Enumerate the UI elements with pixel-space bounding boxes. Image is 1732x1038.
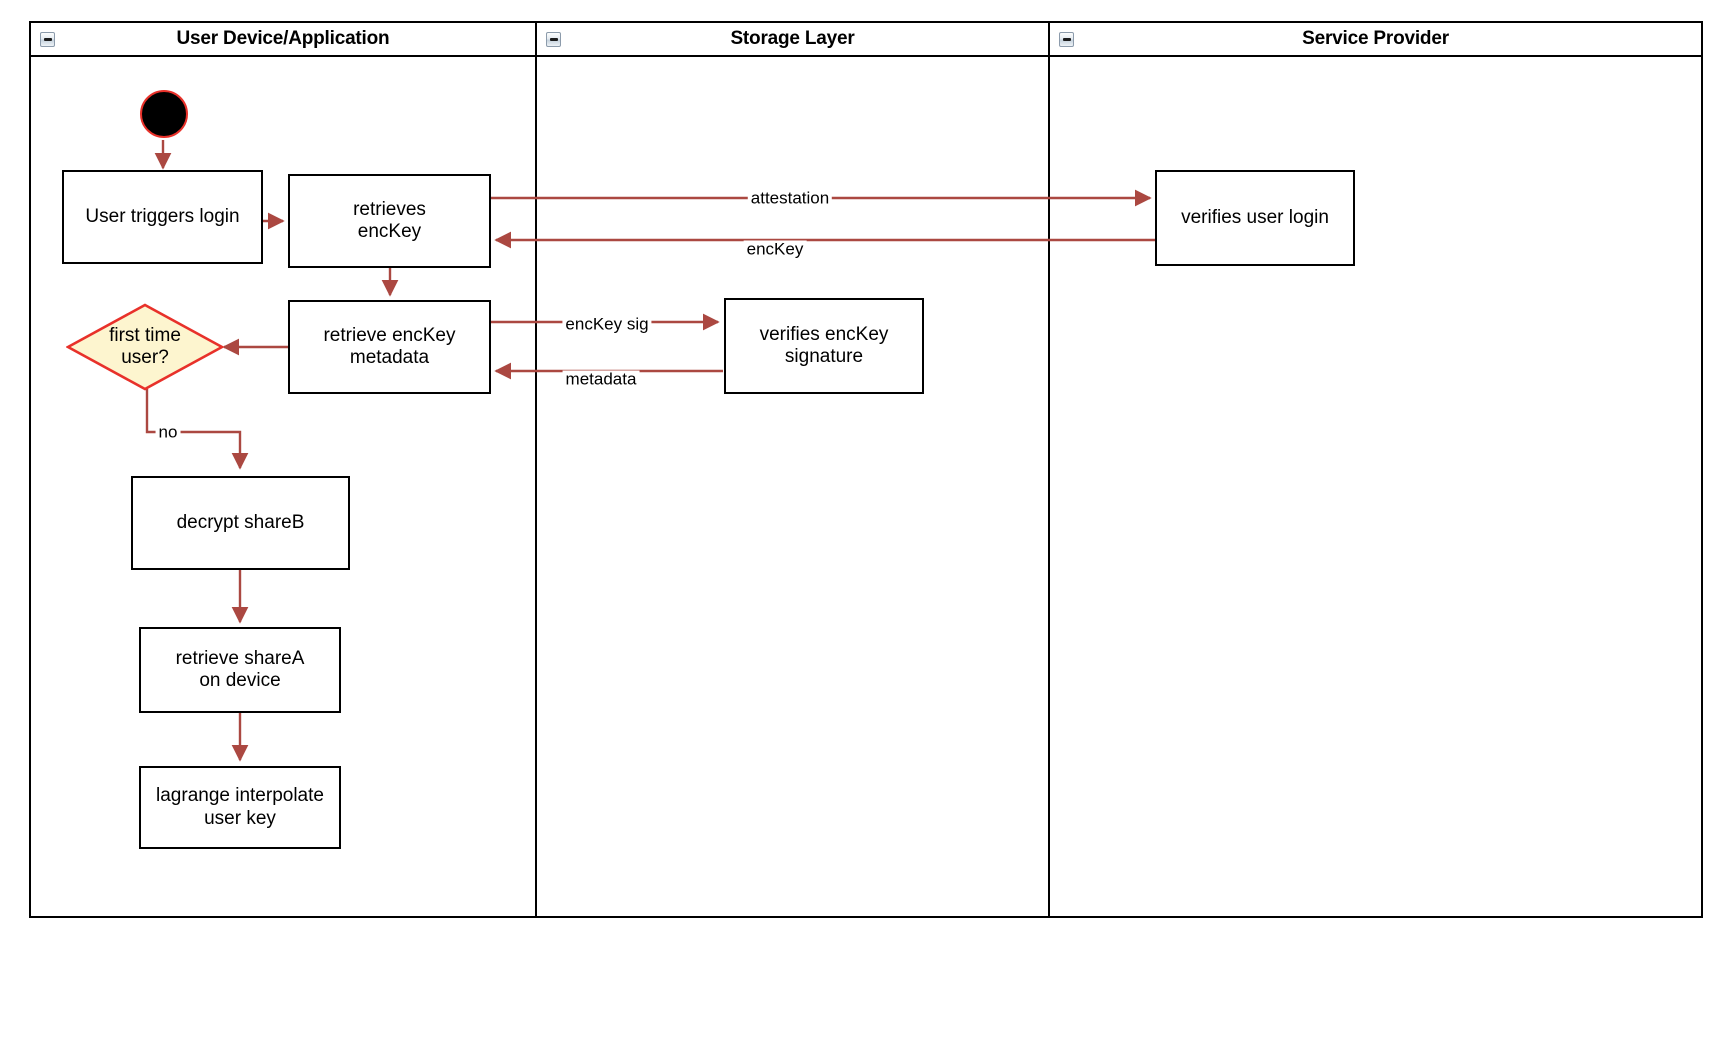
edge-label-attestation: attestation [747, 189, 833, 207]
lane-title-user-device: User Device/Application [176, 28, 390, 49]
edge-label-enckey: encKey [743, 240, 807, 258]
lane-user-device[interactable]: User Device/Application [31, 23, 535, 916]
lane-title-storage-layer: Storage Layer [730, 28, 855, 49]
node-retrieves-enckey[interactable]: retrieves encKey [288, 174, 491, 268]
node-first-time-user-decision[interactable]: first time user? [66, 303, 224, 391]
node-verifies-enckey-signature[interactable]: verifies encKey signature [724, 298, 924, 394]
node-lagrange-interpolate-user-key[interactable]: lagrange interpolate user key [139, 766, 341, 849]
collapse-minus-icon[interactable] [546, 32, 561, 47]
node-verifies-user-login[interactable]: verifies user login [1155, 170, 1355, 266]
start-node[interactable] [140, 90, 188, 138]
lane-title-service-provider: Service Provider [1302, 28, 1449, 49]
edge-label-metadata: metadata [562, 370, 640, 388]
lane-header-service-provider[interactable]: Service Provider [1050, 23, 1701, 57]
edge-label-enckey-sig: encKey sig [562, 315, 652, 333]
lane-header-user-device[interactable]: User Device/Application [31, 23, 535, 57]
lane-service-provider[interactable]: Service Provider [1048, 23, 1701, 916]
node-retrieve-sharea-on-device[interactable]: retrieve shareA on device [139, 627, 341, 713]
collapse-minus-icon[interactable] [1059, 32, 1074, 47]
lane-header-storage-layer[interactable]: Storage Layer [537, 23, 1048, 57]
edge-label-no: no [155, 423, 181, 441]
collapse-minus-icon[interactable] [40, 32, 55, 47]
lane-storage-layer[interactable]: Storage Layer [535, 23, 1048, 916]
decision-diamond-shape [66, 303, 224, 391]
node-user-triggers-login[interactable]: User triggers login [62, 170, 263, 264]
decision-label: first time user? [109, 324, 181, 368]
node-retrieve-enckey-metadata[interactable]: retrieve encKey metadata [288, 300, 491, 394]
node-decrypt-shareb[interactable]: decrypt shareB [131, 476, 350, 570]
